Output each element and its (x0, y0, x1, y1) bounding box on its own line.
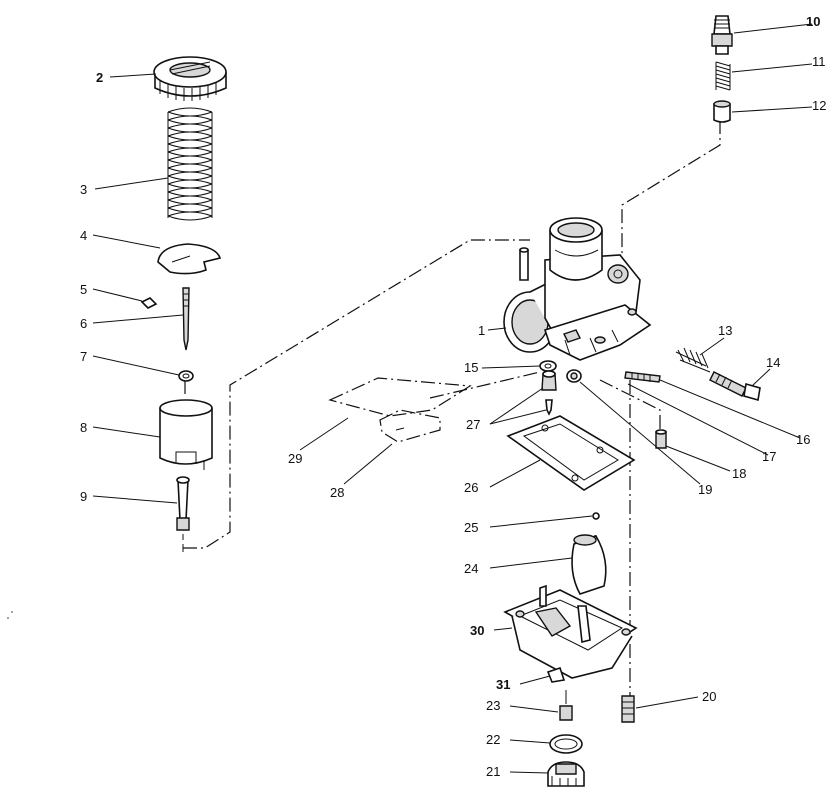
label-4: 4 (80, 228, 87, 243)
part-27-needle-valve (541, 370, 557, 416)
part-26-gasket (506, 415, 636, 491)
label-20: 20 (702, 689, 716, 704)
label-17: 17 (762, 449, 776, 464)
part-9-needle-holder (176, 476, 190, 552)
part-18-plug (655, 429, 667, 449)
part-19-o-ring (566, 369, 582, 383)
label-24: 24 (464, 561, 478, 576)
label-18: 18 (732, 466, 746, 481)
part-25-ball (592, 512, 600, 520)
label-9: 9 (80, 489, 87, 504)
label-8: 8 (80, 420, 87, 435)
label-25: 25 (464, 520, 478, 535)
assembly-lines (183, 120, 721, 700)
label-30: 30 (470, 623, 484, 638)
part-29-plate (328, 377, 472, 417)
part-15-jet (539, 360, 557, 372)
part-30-float-bowl (503, 584, 638, 679)
part-22-o-ring (549, 734, 583, 754)
label-10: 10 (806, 14, 820, 29)
label-6: 6 (80, 316, 87, 331)
label-21: 21 (486, 764, 500, 779)
part-24-float (571, 534, 607, 595)
part-13-spring (675, 347, 711, 373)
part-5-clip (140, 297, 158, 309)
part-31-drain (546, 666, 566, 683)
part-7-washer (178, 370, 194, 382)
label-19: 19 (698, 482, 712, 497)
label-1: 1 (478, 323, 485, 338)
part-16-pilot-screw (624, 371, 661, 383)
label-23: 23 (486, 698, 500, 713)
callout-labels: 2 3 4 5 6 7 8 9 10 11 12 1 13 14 15 16 1… (80, 14, 826, 779)
part-8-throttle-valve (159, 399, 213, 470)
label-5: 5 (80, 282, 87, 297)
label-31: 31 (496, 677, 510, 692)
label-11: 11 (812, 54, 826, 69)
leader-lines (92, 23, 813, 774)
label-29: 29 (288, 451, 302, 466)
label-12: 12 (812, 98, 826, 113)
part-10-cable-adjuster (711, 15, 733, 55)
scan-specks (7, 611, 13, 619)
label-2: 2 (96, 70, 103, 85)
label-14: 14 (766, 355, 780, 370)
part-3-spring (167, 107, 213, 221)
label-3: 3 (80, 182, 87, 197)
part-11-spring (715, 61, 731, 91)
part-21-plug (547, 761, 585, 787)
part-4-plate (157, 243, 222, 275)
part-20-screw (621, 695, 635, 723)
label-22: 22 (486, 732, 500, 747)
label-15: 15 (464, 360, 478, 375)
label-27: 27 (466, 417, 480, 432)
part-1-carburetor-body (503, 217, 652, 361)
part-6-jet-needle (182, 287, 190, 351)
part-14-air-screw (709, 371, 761, 402)
label-28: 28 (330, 485, 344, 500)
label-16: 16 (796, 432, 810, 447)
part-12-cap-nut (713, 100, 731, 123)
part-23-main-jet (559, 690, 573, 721)
label-13: 13 (718, 323, 732, 338)
part-2-cap (153, 56, 227, 101)
part-28-bracket (379, 409, 441, 443)
label-7: 7 (80, 349, 87, 364)
label-26: 26 (464, 480, 478, 495)
